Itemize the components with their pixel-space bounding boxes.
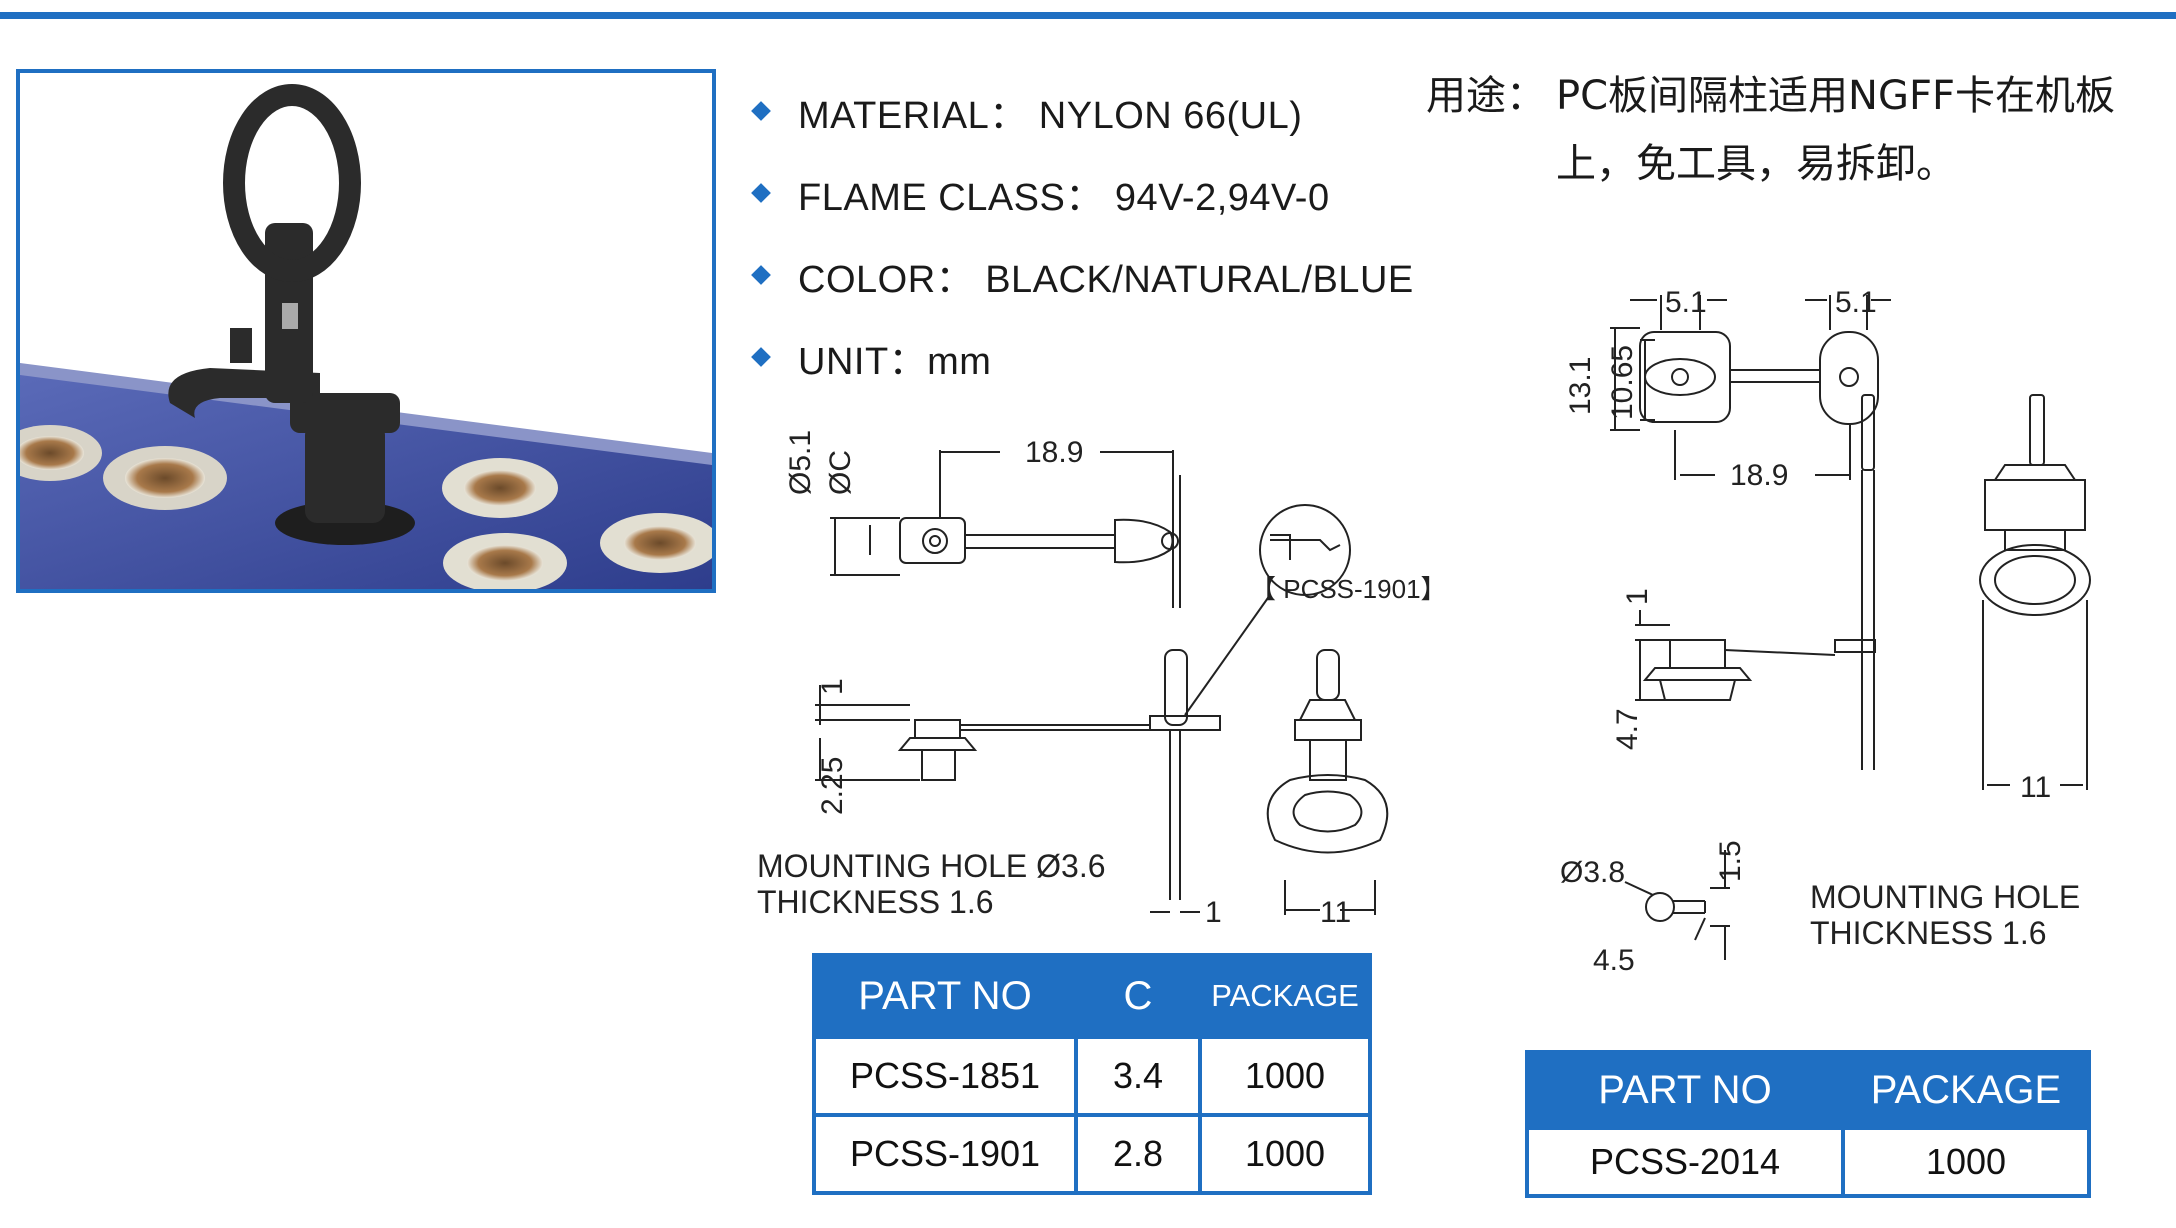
bullet-diamond-icon bbox=[751, 347, 771, 367]
dim-10-65: 10.65 bbox=[1606, 345, 1639, 420]
standoff-part bbox=[168, 84, 415, 545]
header-package: PACKAGE bbox=[1198, 953, 1372, 1039]
header-c: C bbox=[1074, 953, 1202, 1039]
spec-flame-class: FLAME CLASS： 94V-2,94V-0 bbox=[748, 152, 1428, 234]
dim-1: 1 bbox=[1621, 588, 1654, 605]
dim-18-9: 18.9 bbox=[1730, 459, 1788, 492]
thickness-note: THICKNESS 1.6 bbox=[757, 884, 994, 920]
bullet-diamond-icon bbox=[751, 183, 771, 203]
bullet-diamond-icon bbox=[751, 265, 771, 285]
cell-part-no: PCSS-1901 bbox=[812, 1113, 1078, 1195]
cell-package: 1000 bbox=[1198, 1035, 1372, 1117]
part-table-2: PART NO PACKAGE PCSS-2014 1000 bbox=[1525, 1050, 2091, 1198]
part-table-1: PART NO C PACKAGE PCSS-1851 3.4 1000 PCS… bbox=[812, 953, 1372, 1195]
spec-unit: UNIT：mm bbox=[748, 316, 1428, 398]
table-row: PCSS-1851 3.4 1000 bbox=[812, 1035, 1372, 1117]
bullet-diamond-icon bbox=[751, 101, 771, 121]
spec-color: COLOR： BLACK/NATURAL/BLUE bbox=[748, 234, 1428, 316]
dim-4-5: 4.5 bbox=[1593, 944, 1635, 977]
dim-11: 11 bbox=[1320, 896, 1351, 929]
dim-13-1: 13.1 bbox=[1564, 357, 1597, 415]
table-header-row: PART NO PACKAGE bbox=[1525, 1050, 2091, 1130]
dim-length: 18.9 bbox=[1025, 436, 1083, 469]
dim-4-7: 4.7 bbox=[1611, 708, 1644, 750]
header-package: PACKAGE bbox=[1841, 1050, 2091, 1130]
product-photo bbox=[16, 69, 716, 593]
cell-c: 2.8 bbox=[1074, 1113, 1202, 1195]
dim-1-5: 1.5 bbox=[1714, 840, 1747, 882]
dim-5-1-left: 5.1 bbox=[1665, 286, 1707, 319]
cell-part-no: PCSS-1851 bbox=[812, 1035, 1078, 1117]
cell-part-no: PCSS-2014 bbox=[1525, 1126, 1845, 1198]
top-view-base bbox=[899, 517, 966, 564]
usage-description: 用途：PC板间隔柱适用NGFF卡在机板 上，免工具，易拆卸。 bbox=[1426, 62, 2166, 198]
dim-5-1-right: 5.1 bbox=[1835, 286, 1877, 319]
usage-line-2: 上，免工具，易拆卸。 bbox=[1556, 141, 1956, 187]
dim-1-top: 1 bbox=[816, 678, 849, 695]
top-accent-bar bbox=[0, 12, 2176, 19]
mounting-hole-note: MOUNTING HOLE Ø3.6 bbox=[757, 848, 1106, 884]
usage-line-1: PC板间隔柱适用NGFF卡在机板 bbox=[1556, 73, 2115, 119]
spec-material: MATERIAL： NYLON 66(UL) bbox=[748, 70, 1428, 152]
technical-drawing-2: 5.1 5.1 13.1 10.65 18.9 1 4.7 11 Ø3.8 1.… bbox=[1560, 286, 2091, 977]
mounting-hole-note: MOUNTING HOLE bbox=[1810, 879, 2080, 915]
cell-package: 1000 bbox=[1841, 1126, 2091, 1198]
pcb-holes bbox=[20, 425, 712, 589]
header-part-no: PART NO bbox=[812, 953, 1078, 1039]
dim-11: 11 bbox=[2020, 771, 2051, 804]
dim-d51: Ø5.1 bbox=[784, 430, 817, 495]
dim-c: ØC bbox=[824, 450, 857, 495]
spec-list: MATERIAL： NYLON 66(UL) FLAME CLASS： 94V-… bbox=[748, 70, 1428, 398]
thickness-note: THICKNESS 1.6 bbox=[1810, 915, 2047, 951]
dim-2-25: 2.25 bbox=[816, 757, 849, 815]
cell-c: 3.4 bbox=[1074, 1035, 1202, 1117]
dim-d3-8: Ø3.8 bbox=[1560, 856, 1625, 889]
header-part-no: PART NO bbox=[1525, 1050, 1845, 1130]
table-row: PCSS-2014 1000 bbox=[1525, 1126, 2091, 1198]
callout-part-no: 【 PCSS-1901】 bbox=[1250, 574, 1447, 604]
cell-package: 1000 bbox=[1198, 1113, 1372, 1195]
table-row: PCSS-1901 2.8 1000 bbox=[812, 1113, 1372, 1195]
dim-1-bottom: 1 bbox=[1205, 896, 1222, 929]
usage-label: 用途： bbox=[1426, 73, 1546, 119]
table-header-row: PART NO C PACKAGE bbox=[812, 953, 1372, 1039]
technical-drawing-1: 18.9 Ø5.1 ØC 【 PCSS-1901】 1 2.25 1 11 MO… bbox=[757, 430, 1447, 929]
